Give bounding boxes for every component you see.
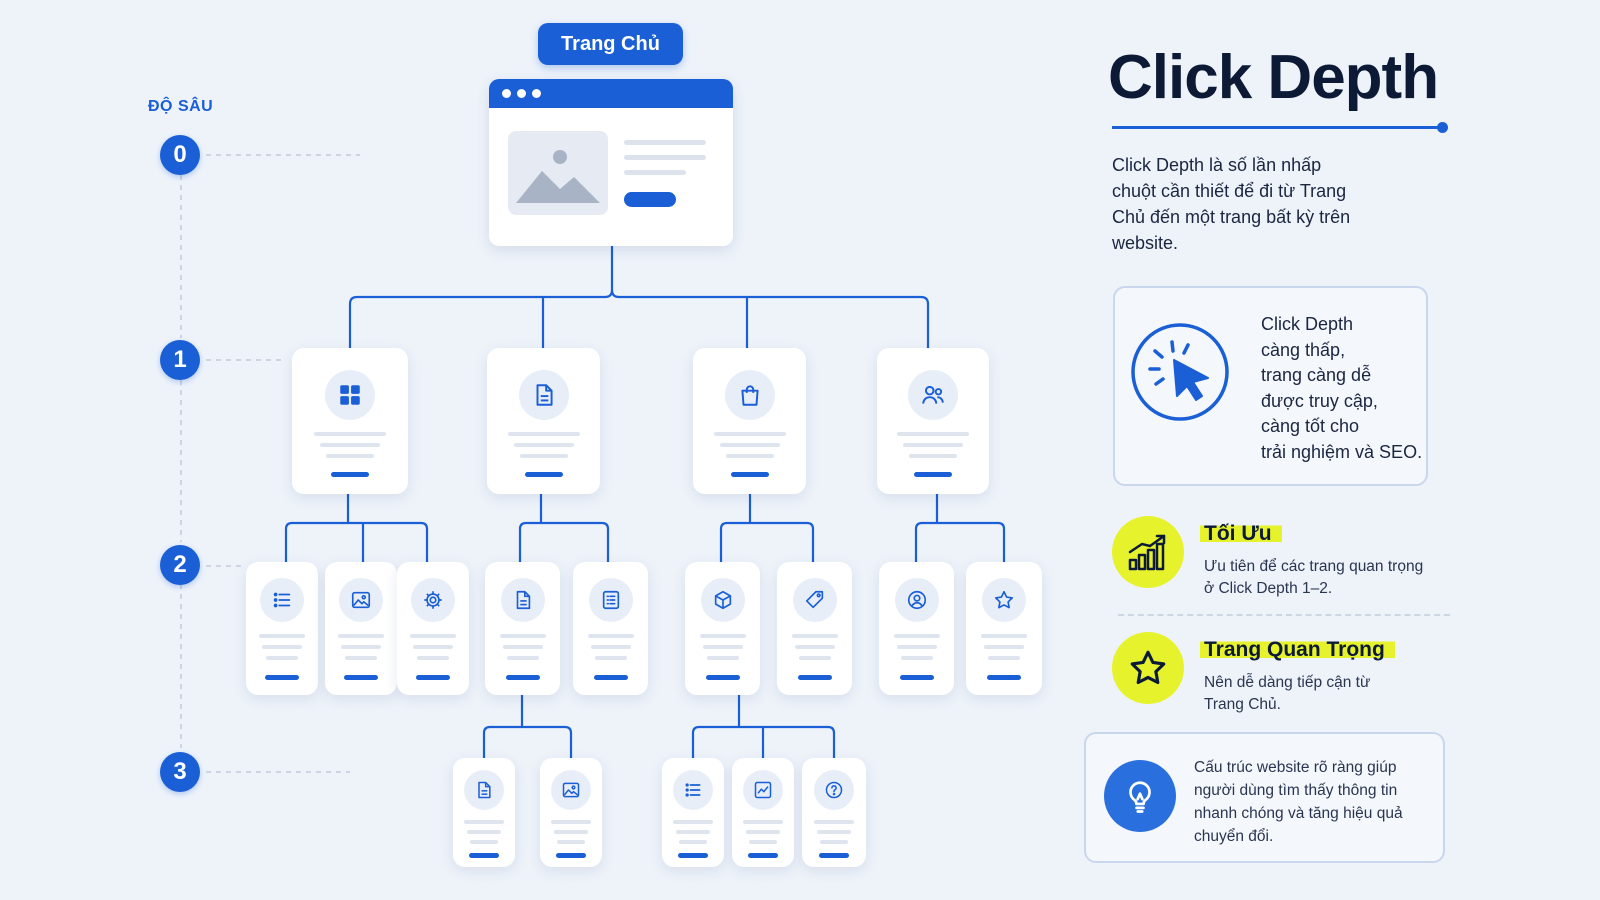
list-box-icon: [588, 578, 633, 622]
document-icon: [500, 578, 545, 622]
depth2-card-listing: [573, 562, 648, 695]
depth2-card-settings: [397, 562, 469, 695]
depth2-card-product: [685, 562, 760, 695]
users-icon: [908, 370, 958, 420]
depth-level-1: 1: [160, 340, 200, 380]
info-box: [1113, 286, 1428, 486]
tag-icon: [792, 578, 837, 622]
depth3-card-image: [540, 758, 602, 867]
section-divider: [1118, 614, 1450, 616]
image-placeholder-icon: [508, 131, 608, 215]
depth2-card-list: [246, 562, 318, 695]
important-text: Nên dễ dàng tiếp cận từ Trang Chủ.: [1204, 674, 1371, 713]
depth2-card-document: [485, 562, 560, 695]
depth3-card-list: [662, 758, 724, 867]
homepage-browser-window: [489, 79, 733, 246]
star-icon: [1112, 632, 1184, 704]
depth1-card-users: [877, 348, 989, 494]
depth-level-3: 3: [160, 752, 200, 792]
box-icon: [700, 578, 745, 622]
depth-level-2: 2: [160, 545, 200, 585]
depth3-card-chart: [732, 758, 794, 867]
depth2-card-favorite: [966, 562, 1042, 695]
browser-title-bar: [489, 79, 733, 108]
star-icon: [982, 578, 1026, 622]
cursor-click-icon: [1131, 323, 1229, 421]
title-underline-dot: [1437, 122, 1448, 133]
image-icon: [551, 770, 591, 810]
optimize-section: Tối Ưu: [1200, 522, 1282, 546]
growth-chart-icon: [1112, 516, 1184, 588]
user-circle-icon: [894, 578, 939, 622]
depth1-card-shop: [693, 348, 806, 494]
depth1-card-articles: [487, 348, 600, 494]
info-box-text: Click Depth càng thấp, trang càng dễ đượ…: [1261, 314, 1423, 462]
depth-level-0: 0: [160, 135, 200, 175]
list-icon: [673, 770, 713, 810]
important-title: Trang Quan Trọng: [1200, 638, 1395, 661]
depth2-card-gallery: [325, 562, 397, 695]
gear-icon: [411, 578, 455, 622]
tip-box-text: Cấu trúc website rõ ràng giúp người dùng…: [1194, 759, 1403, 845]
question-icon: [814, 770, 854, 810]
homepage-cta-bar: [624, 192, 676, 207]
depth1-card-category: [292, 348, 408, 494]
chart-icon: [743, 770, 783, 810]
title-underline: [1112, 126, 1442, 129]
optimize-title: Tối Ưu: [1200, 522, 1282, 545]
image-icon: [339, 578, 383, 622]
depth2-card-tag: [777, 562, 852, 695]
depth-axis-title: ĐỘ SÂU: [148, 98, 214, 115]
depth3-card-document: [453, 758, 515, 867]
important-section: Trang Quan Trọng: [1200, 638, 1395, 662]
depth3-card-faq: [802, 758, 866, 867]
list-icon: [260, 578, 304, 622]
lightbulb-icon: [1104, 760, 1176, 832]
page-title: Click Depth: [1108, 43, 1439, 112]
intro-text: Click Depth là số lần nhấp chuột cần thi…: [1112, 155, 1351, 253]
grid-icon: [325, 370, 375, 420]
optimize-text: Ưu tiên để các trang quan trọng ở Click …: [1204, 558, 1424, 597]
depth2-card-profile: [879, 562, 954, 695]
shopping-bag-icon: [724, 370, 775, 420]
document-icon: [518, 370, 569, 420]
homepage-label: Trang Chủ: [538, 23, 683, 65]
document-icon: [464, 770, 504, 810]
